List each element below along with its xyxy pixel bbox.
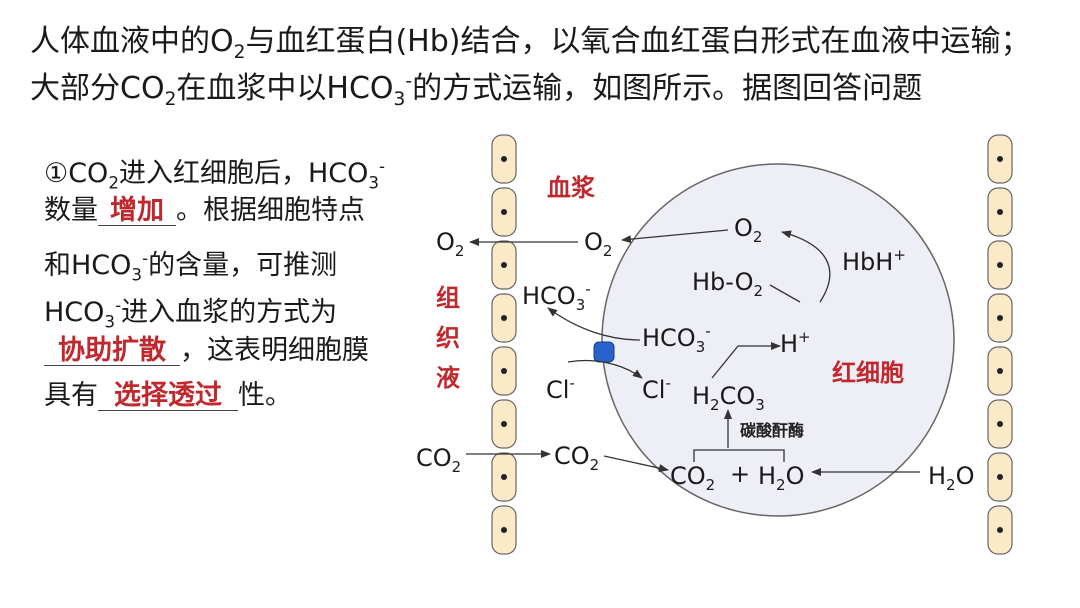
- red-blood-cell: [601, 163, 955, 517]
- oxygen-path: O2 O2 O2 Hb-O2 HbH+: [436, 214, 906, 303]
- h2o-cell: H2O: [758, 462, 804, 494]
- cl-cell: Cl-: [642, 374, 671, 404]
- label-tissue-2: 织: [436, 324, 460, 352]
- plus-sign: +: [730, 460, 750, 488]
- label-plasma: 血浆: [547, 174, 596, 202]
- question-line-3: 和HCO3-的含量，可推测: [44, 248, 338, 285]
- co2-tissue: CO2: [416, 444, 461, 476]
- question-line-2: 数量增加。根据细胞特点: [44, 195, 365, 226]
- hb-o2: Hb-O2: [692, 268, 763, 300]
- enzyme-label: 碳酸酐酶: [740, 421, 804, 440]
- ion-exchanger-channel: [593, 341, 615, 363]
- question-line-1: ①CO2进入红细胞后，HCO3-: [44, 156, 386, 193]
- cl-plasma: Cl-: [546, 374, 575, 404]
- label-red-blood-cell: 红细胞: [832, 359, 904, 387]
- co2-path: CO2 CO2 CO2 + H2O H2O: [416, 442, 974, 494]
- question-line-4: HCO3-进入血浆的方式为: [44, 295, 338, 332]
- capillary-wall-right: [987, 134, 1013, 555]
- hbh-plus: HbH+: [842, 246, 906, 276]
- answer-facilitated-diffusion: 协助扩散: [44, 337, 180, 366]
- question-line-6: 具有选择透过性。: [44, 380, 292, 411]
- question-line-5: 协助扩散，这表明细胞膜: [44, 335, 369, 367]
- h2co3: H2CO3: [692, 382, 765, 414]
- h2o-outside: H2O: [928, 462, 974, 494]
- co2-cell: CO2: [670, 462, 715, 494]
- h-plus: H+: [780, 328, 811, 358]
- capillary-wall-left: [491, 134, 517, 555]
- hco3-plasma: HCO3-: [522, 280, 591, 314]
- label-tissue-3: 液: [436, 364, 460, 392]
- o2-tissue: O2: [436, 228, 464, 260]
- o2-in-cell: O2: [734, 214, 762, 246]
- answer-selective-permeability: 选择透过: [98, 382, 238, 411]
- bicarbonate-path: HCO3- HCO3- H+ Cl- Cl- H2CO3 碳酸酐酶: [522, 280, 811, 448]
- o2-plasma: O2: [584, 228, 612, 260]
- hco3-cell: HCO3-: [642, 322, 711, 356]
- title-line-1: 人体血液中的O2与血红蛋白(Hb)结合，以氧合血红蛋白形式在血液中运输；: [30, 24, 1031, 63]
- label-tissue-1: 组: [436, 284, 460, 312]
- co2-plasma: CO2: [554, 442, 599, 474]
- title-line-2: 大部分CO2在血浆中以HCO3-的方式运输，如图所示。据图回答问题: [30, 71, 923, 110]
- answer-increase: 增加: [98, 197, 176, 226]
